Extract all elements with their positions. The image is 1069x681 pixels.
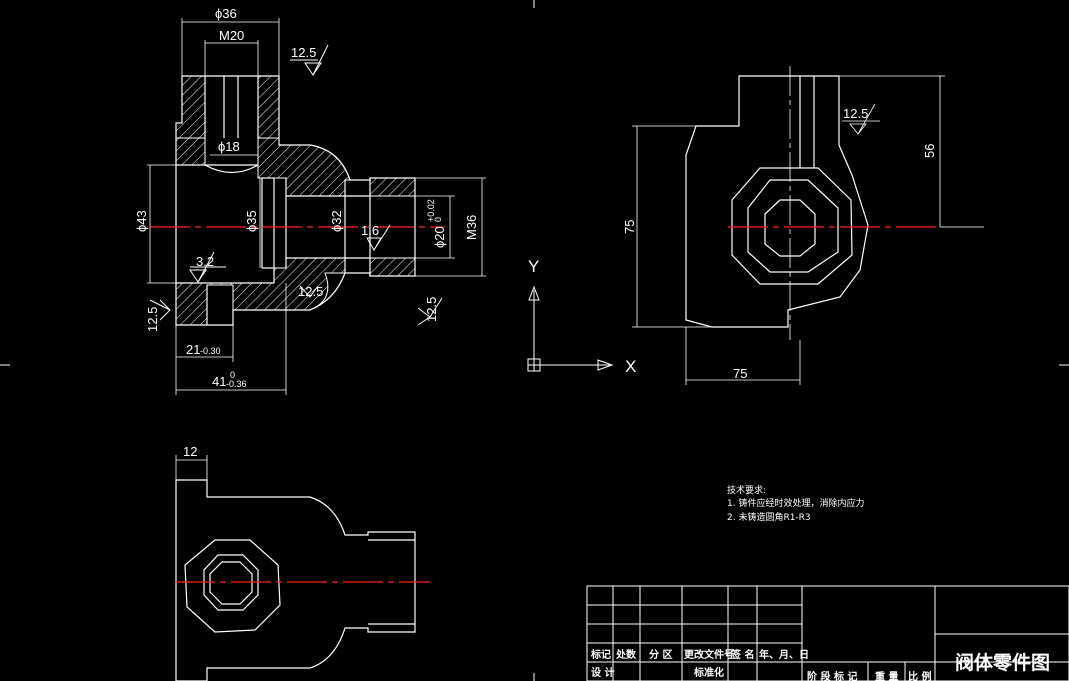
tech-notes-line1: 1. 铸件应经时效处理，消除内应力 xyxy=(727,497,864,509)
tech-notes-heading: 技术要求: xyxy=(727,484,766,496)
tb-h-weight: 重 量 xyxy=(875,670,898,681)
dim-phi20: ϕ20 xyxy=(432,226,447,248)
dim-phi18: ϕ18 xyxy=(218,139,240,154)
side-view: 75 56 75 12.5 xyxy=(622,66,984,385)
dim-phi20-tol-upper: +0.02 xyxy=(426,199,436,222)
roughness-symbols-front xyxy=(149,44,443,326)
ucs-x-label: X xyxy=(625,357,636,376)
roughness-label-side: 12.5 xyxy=(843,106,868,121)
dim-phi43: ϕ43 xyxy=(134,210,149,232)
title-block-grid xyxy=(586,585,1069,681)
tb-h-doc: 更改文件号 xyxy=(684,648,734,661)
roughness-label-right: 12.5 xyxy=(424,297,439,322)
tb-h-mark: 标记 xyxy=(590,648,611,661)
dim-m36: M36 xyxy=(464,215,479,240)
dim-len41-tol-lower: -0.36 xyxy=(226,379,247,389)
dim-phi20-tol-lower: 0 xyxy=(433,217,443,222)
tb-h-zone: 分 区 xyxy=(649,648,672,661)
tb-h-std: 标准化 xyxy=(693,666,724,679)
dim-phi32: ϕ32 xyxy=(329,210,344,232)
tb-h-date: 年、月、日 xyxy=(759,648,809,661)
front-section-view: ϕ36 M20 ϕ18 ϕ43 ϕ35 ϕ32 ϕ20 +0.02 0 M36 … xyxy=(134,6,486,395)
ucs-icon xyxy=(527,285,614,372)
title-block: 标记 处数 分 区 更改文件号 签 名 年、月、日 设 计 标准化 阶 段 标 … xyxy=(586,585,1069,681)
tb-h-stage: 阶 段 标 记 xyxy=(807,670,857,681)
roughness-label-3-2: 3.2 xyxy=(196,254,214,269)
tb-h-design: 设 计 xyxy=(591,666,614,679)
section-outline xyxy=(175,75,416,326)
drawing-title: 阀体零件图 xyxy=(955,651,1050,674)
tb-h-count: 处数 xyxy=(615,648,637,661)
dim-len41-tol-upper: 0 xyxy=(230,370,235,380)
side-view-outline xyxy=(685,75,869,328)
side-dim-lines xyxy=(632,75,984,385)
top-dim-lines xyxy=(175,455,208,480)
roughness-label-1-6: 1.6 xyxy=(361,223,379,238)
dim-h75: 75 xyxy=(622,220,637,234)
top-view-outline xyxy=(175,479,416,681)
tb-h-scale: 比 例 xyxy=(908,670,931,681)
roughness-label-top: 12.5 xyxy=(291,45,316,60)
dim-phi35: ϕ35 xyxy=(244,210,259,232)
dim-w12: 12 xyxy=(183,444,197,459)
tb-h-sign: 签 名 xyxy=(730,648,754,661)
technical-requirements: 技术要求: 1. 铸件应经时效处理，消除内应力 2. 未铸造圆角R1-R3 xyxy=(727,484,864,523)
dim-len21-tol: -0.30 xyxy=(200,346,221,356)
roughness-label-left: 12.5 xyxy=(145,307,160,332)
ucs-y-label: Y xyxy=(528,257,539,276)
top-view: 12 xyxy=(175,444,430,681)
roughness-label-mid: 12.5 xyxy=(298,284,323,299)
dim-m20: M20 xyxy=(219,28,244,43)
dim-w75: 75 xyxy=(733,366,747,381)
dim-phi36: ϕ36 xyxy=(215,6,237,21)
section-hatch xyxy=(175,75,416,326)
dim-len41: 41 xyxy=(212,374,226,389)
tech-notes-line2: 2. 未铸造圆角R1-R3 xyxy=(727,511,811,523)
dim-h56: 56 xyxy=(922,144,937,158)
dim-len21: 21 xyxy=(186,342,200,357)
front-dim-lines xyxy=(147,18,486,395)
